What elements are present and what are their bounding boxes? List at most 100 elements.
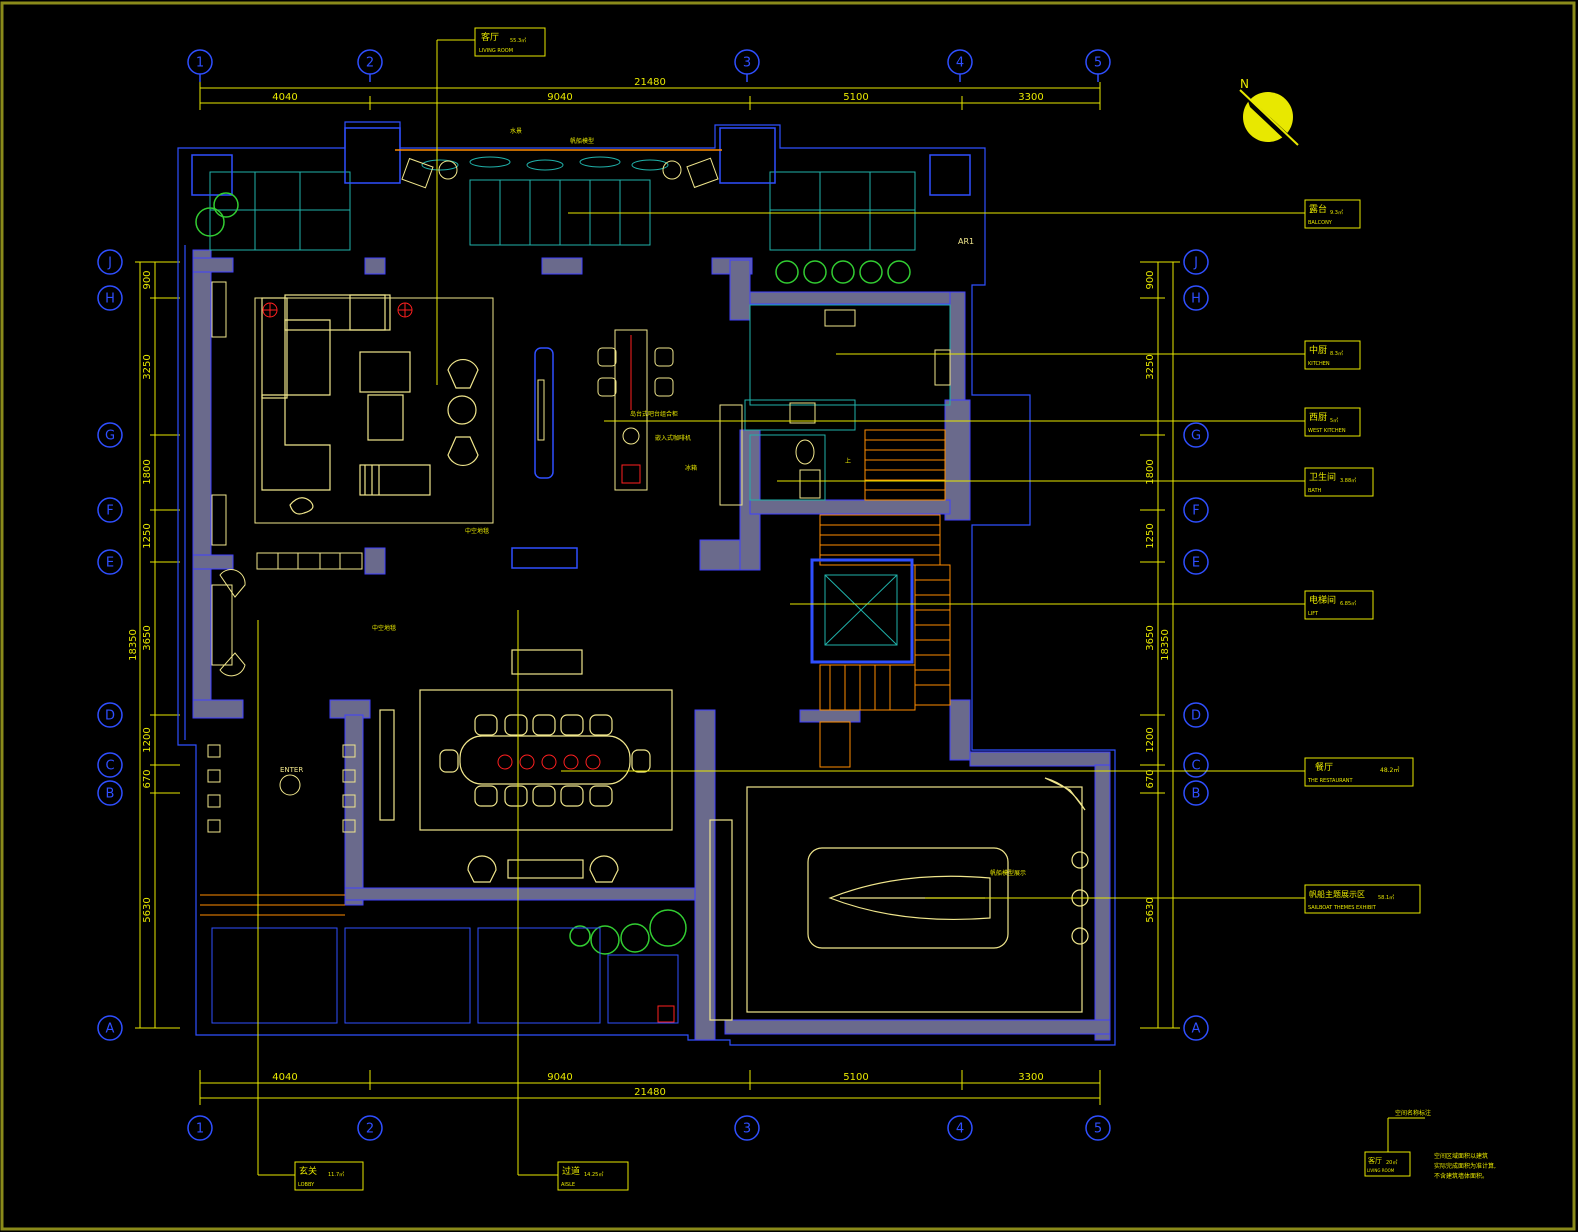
stairs [819, 429, 951, 768]
svg-text:空间区域面积以建筑: 空间区域面积以建筑 [1434, 1152, 1488, 1160]
bath-area [749, 434, 826, 501]
svg-text:过道: 过道 [562, 1165, 580, 1177]
left-dim-4: 1250 [142, 523, 153, 548]
lamps [262, 302, 413, 318]
axis-col-4-bottom: 4 [956, 1122, 964, 1137]
axis-col-5-top: 5 [1094, 56, 1102, 71]
bottom-dim-3: 5100 [843, 1072, 868, 1083]
svg-text:水景: 水景 [510, 127, 522, 135]
right-dim-2: 3250 [1145, 354, 1156, 379]
svg-text:55.3㎡: 55.3㎡ [510, 37, 526, 44]
room-tag-lobby: 玄关 11.7㎡ LOBBY [294, 1161, 364, 1191]
axis-col-1-top: 1 [196, 56, 204, 71]
drain-icon [657, 1005, 675, 1023]
balcony-columns [191, 127, 971, 196]
svg-text:西厨: 西厨 [1309, 412, 1327, 423]
axis-col-5-bottom: 5 [1094, 1122, 1102, 1137]
axis-row-j-left: J [107, 256, 112, 271]
right-dimensions [1140, 261, 1180, 1029]
axis-row-e-right: E [1192, 556, 1200, 571]
bottom-dimensions [199, 1070, 1101, 1105]
top-dim-2: 9040 [547, 92, 572, 103]
axis-row-f-left: F [106, 504, 113, 519]
bottom-dim-4: 3300 [1018, 1072, 1043, 1083]
svg-text:AISLE: AISLE [561, 1182, 575, 1188]
left-dim-5: 3650 [142, 625, 153, 650]
svg-text:帆船主题展示区: 帆船主题展示区 [1309, 889, 1365, 899]
axis-row-a-right: A [1192, 1022, 1201, 1037]
axis-row-c-left: C [105, 759, 114, 774]
room-tag-bath: 卫生间 3.88㎡ BATH [1304, 467, 1374, 497]
svg-text:卫生间: 卫生间 [1309, 471, 1336, 483]
svg-text:露台: 露台 [1309, 203, 1327, 215]
svg-text:帆船模型: 帆船模型 [570, 137, 594, 145]
svg-text:BATH: BATH [1308, 488, 1322, 494]
axis-col-3-bottom: 3 [743, 1122, 751, 1137]
svg-text:玄关: 玄关 [299, 1165, 317, 1177]
north-arrow-icon: N [1239, 77, 1299, 146]
left-dim-8: 5630 [142, 897, 153, 922]
svg-text:KITCHEN: KITCHEN [1308, 361, 1330, 367]
svg-text:LIVING ROOM: LIVING ROOM [479, 48, 513, 54]
north-label: N [1240, 77, 1249, 91]
axis-row-g-left: G [105, 429, 115, 444]
lift-shaft [810, 558, 914, 664]
svg-text:LIFT: LIFT [1308, 611, 1319, 617]
top-total-dimension: 21480 [634, 77, 666, 88]
svg-text:58.1㎡: 58.1㎡ [1378, 894, 1394, 901]
svg-text:11.7㎡: 11.7㎡ [328, 1171, 344, 1178]
svg-text:客厅: 客厅 [1368, 1156, 1382, 1165]
svg-text:嵌入式咖啡机: 嵌入式咖啡机 [655, 434, 691, 442]
axis-row-h-right: H [1191, 292, 1201, 307]
console-table [511, 547, 578, 569]
svg-text:SAILBOAT THEMES EXHIBIT: SAILBOAT THEMES EXHIBIT [1308, 905, 1377, 911]
room-tag-sailboat: 帆船主题展示区 58.1㎡ SAILBOAT THEMES EXHIBIT [1304, 884, 1421, 914]
building-outline [177, 121, 1116, 1046]
axis-row-j-right: J [1193, 256, 1198, 271]
left-dimensions [135, 261, 180, 1029]
left-dim-6: 1200 [142, 727, 153, 752]
kitchen-area [719, 304, 951, 506]
left-cabinets [211, 281, 363, 570]
right-dim-7: 670 [1145, 769, 1156, 788]
right-dim-1: 900 [1145, 270, 1156, 289]
svg-text:电梯间: 电梯间 [1309, 594, 1336, 606]
room-tag-balcony: 露台 9.3㎡ BALCONY [1304, 199, 1361, 229]
axis-col-2-top: 2 [366, 56, 374, 71]
lobby-area [200, 569, 356, 916]
svg-text:3.88㎡: 3.88㎡ [1340, 477, 1356, 484]
room-tag-west-kitchen: 西厨 5㎡ WEST KITCHEN [1304, 407, 1361, 437]
right-dim-6: 1200 [1145, 727, 1156, 752]
plants [195, 192, 911, 955]
dining-flowers [497, 754, 601, 770]
left-dim-2: 3250 [142, 354, 153, 379]
axis-row-f-right: F [1192, 504, 1199, 519]
bottom-dim-1: 4040 [272, 1072, 297, 1083]
svg-text:帆船模型展示: 帆船模型展示 [990, 869, 1026, 877]
svg-text:AR1: AR1 [958, 237, 974, 246]
right-dim-5: 3650 [1145, 625, 1156, 650]
balcony-chairs [401, 157, 719, 189]
svg-text:WEST KITCHEN: WEST KITCHEN [1308, 428, 1346, 434]
axis-bubbles [97, 49, 1209, 1141]
svg-text:LOBBY: LOBBY [298, 1182, 315, 1188]
living-room-rug [254, 297, 494, 524]
svg-text:餐厅: 餐厅 [1315, 761, 1333, 773]
left-total-dimension: 18350 [128, 629, 139, 661]
svg-text:9.3㎡: 9.3㎡ [1330, 209, 1343, 216]
leader-lines [257, 39, 1305, 1176]
right-dim-4: 1250 [1145, 523, 1156, 548]
svg-text:岛台式吧台组合柜: 岛台式吧台组合柜 [630, 410, 678, 418]
enter-label: ENTER [280, 766, 303, 774]
room-tag-aisle: 过道 14.25㎡ AISLE [557, 1161, 629, 1191]
axis-col-2-bottom: 2 [366, 1122, 374, 1137]
sailboat-model-display [421, 156, 669, 171]
axis-row-b-right: B [1192, 787, 1201, 802]
axis-row-g-right: G [1191, 429, 1201, 444]
axis-row-e-left: E [106, 556, 114, 571]
terrace-tiles [211, 927, 679, 1024]
svg-text:BALCONY: BALCONY [1308, 220, 1333, 226]
room-tag-lift: 电梯间 6.85㎡ LIFT [1304, 590, 1374, 620]
